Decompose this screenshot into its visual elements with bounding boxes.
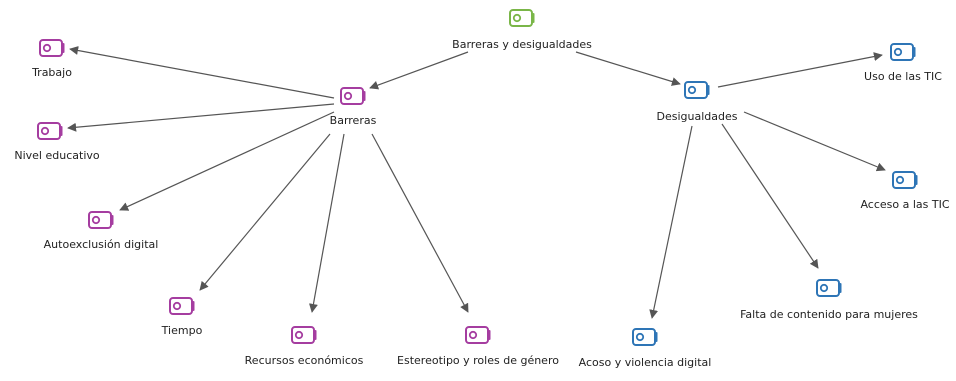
code-tag-icon <box>291 326 317 344</box>
node-label: Recursos económicos <box>244 354 364 367</box>
code-tag-icon <box>465 326 491 344</box>
code-tag-icon <box>169 297 195 315</box>
edge-barreras-to-trabajo <box>69 46 335 99</box>
edge-barreras-to-recursos <box>309 133 345 313</box>
edge-root-to-barreras <box>369 51 469 90</box>
edge-barreras-to-tiempo <box>199 133 331 291</box>
node-label: Estereotipo y roles de género <box>397 354 559 367</box>
node-label: Trabajo <box>32 66 72 79</box>
code-tag-icon <box>816 279 842 297</box>
edge-barreras-to-autoexclusion <box>119 111 335 211</box>
edge-desigualdades-to-uso_tic <box>717 52 883 88</box>
edge-barreras-to-nivel_educativo <box>67 103 335 132</box>
code-tag-icon <box>632 328 658 346</box>
node-label: Falta de contenido para mujeres <box>740 308 918 321</box>
node-label: Uso de las TIC <box>864 70 942 83</box>
code-tag-icon <box>892 171 918 189</box>
node-label: Desigualdades <box>656 110 738 123</box>
edge-desigualdades-to-acoso <box>649 125 693 319</box>
code-tag-icon <box>684 81 710 99</box>
code-tag-icon <box>509 9 535 27</box>
code-tag-icon <box>88 211 114 229</box>
node-label: Barreras <box>329 114 377 127</box>
code-tag-icon <box>890 43 916 61</box>
node-label: Tiempo <box>161 324 203 337</box>
code-tag-icon <box>37 122 63 140</box>
code-tag-icon <box>340 87 366 105</box>
node-label: Autoexclusión digital <box>43 238 159 251</box>
edge-desigualdades-to-falta_contenido <box>721 123 819 269</box>
node-label: Acceso a las TIC <box>860 198 950 211</box>
node-label: Acoso y violencia digital <box>578 356 712 369</box>
edge-barreras-to-estereotipo <box>371 133 469 313</box>
edge-root-to-desigualdades <box>575 51 681 86</box>
edge-desigualdades-to-acceso_tic <box>743 111 886 172</box>
node-label: Nivel educativo <box>14 149 100 162</box>
code-tag-icon <box>39 39 65 57</box>
node-label: Barreras y desigualdades <box>452 38 592 51</box>
